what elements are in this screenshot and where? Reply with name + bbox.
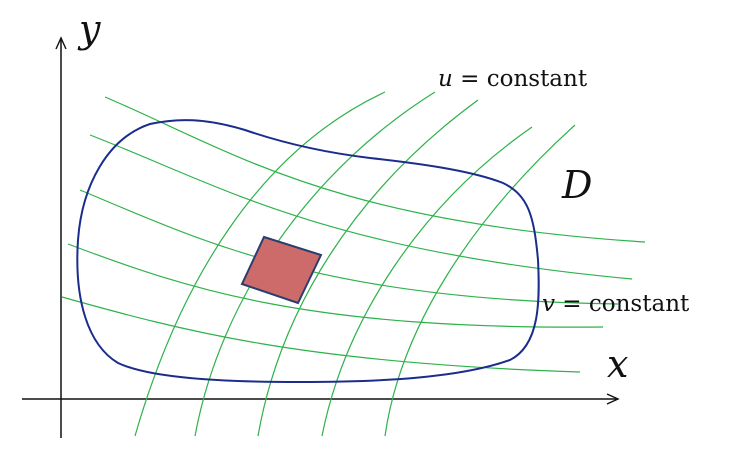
x-axis-label: x — [607, 342, 629, 386]
u-curve — [257, 99, 479, 437]
region-boundary — [76, 119, 540, 384]
v-constant-text: = constant — [555, 291, 690, 317]
v-variable: v — [542, 291, 555, 317]
u-constant-text: = constant — [452, 66, 588, 92]
u-curve — [384, 124, 576, 437]
v-constant-curves — [61, 96, 646, 373]
v-constant-label: v = constant — [542, 293, 689, 316]
u-variable: u — [438, 66, 453, 92]
v-curve — [61, 296, 581, 373]
y-axis-label: y — [79, 7, 101, 51]
area-element — [240, 235, 323, 305]
v-curve — [89, 134, 633, 280]
region-label: D — [562, 163, 593, 207]
u-constant-label: u = constant — [438, 68, 587, 91]
v-curve — [104, 96, 646, 243]
axes — [22, 36, 620, 438]
v-curve — [67, 243, 604, 328]
u-curve — [321, 126, 533, 437]
